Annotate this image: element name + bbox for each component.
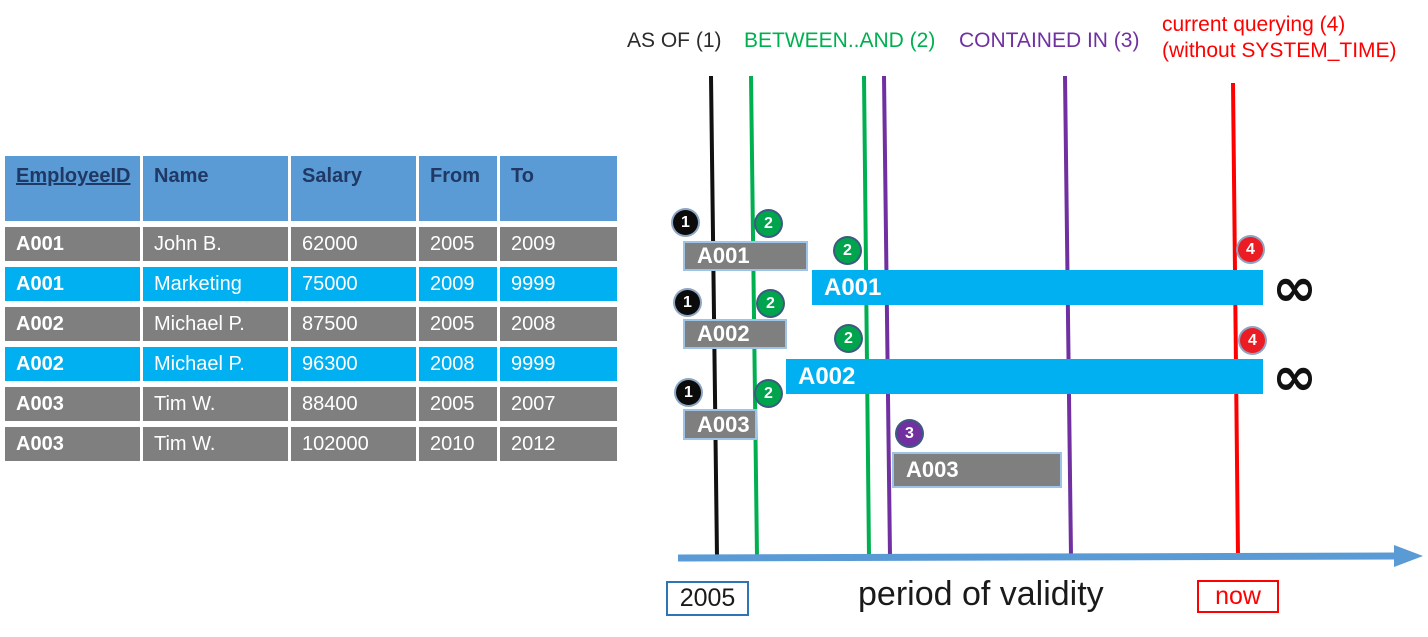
column-header-to: To [500, 156, 617, 221]
validity-bar-a001-old: A001 [683, 241, 808, 271]
badge-2: 2 [836, 326, 861, 351]
column-header-salary: Salary [291, 156, 416, 221]
table-cell-from: 2005 [419, 227, 497, 261]
bar-label: A002 [798, 362, 856, 390]
table-cell-name: Michael P. [143, 307, 288, 341]
time-axis [677, 552, 1397, 562]
table-cell-to: 2009 [500, 227, 617, 261]
table-cell-employeeid: A002 [5, 347, 140, 381]
column-header-name: Name [143, 156, 288, 221]
axis-now-box: now [1197, 580, 1279, 613]
badge-1: 1 [673, 210, 698, 235]
axis-start-year-box: 2005 [666, 581, 749, 616]
between-start-line [749, 75, 759, 558]
axis-title: period of validity [858, 575, 1104, 613]
bar-label: A002 [697, 321, 750, 346]
badge-4: 4 [1238, 237, 1263, 262]
badge-2: 2 [756, 211, 781, 236]
infinity-icon: ∞ [1272, 345, 1317, 408]
table-cell-name: Tim W. [143, 427, 288, 461]
table-cell-to: 9999 [500, 347, 617, 381]
table-cell-from: 2008 [419, 347, 497, 381]
validity-bar-a002-old: A002 [683, 319, 787, 349]
table-cell-to: 2008 [500, 307, 617, 341]
legend-current-querying-line1: current querying (4) [1162, 13, 1346, 36]
table-cell-employeeid: A003 [5, 427, 140, 461]
legend-current-querying: current querying (4) (without SYSTEM_TIM… [1162, 12, 1397, 64]
table-cell-salary: 87500 [291, 307, 416, 341]
legend-contained-in: CONTAINED IN (3) [959, 29, 1140, 52]
table-cell-from: 2010 [419, 427, 497, 461]
badge-3: 3 [897, 421, 922, 446]
badge-1: 1 [676, 380, 701, 405]
table-cell-salary: 96300 [291, 347, 416, 381]
column-header-from: From [419, 156, 497, 221]
table-cell-to: 9999 [500, 267, 617, 301]
table-cell-from: 2005 [419, 307, 497, 341]
validity-bar-a002-current: A002 [786, 359, 1263, 394]
badge-4: 4 [1240, 328, 1265, 353]
badge-2: 2 [758, 291, 783, 316]
table-cell-name: Tim W. [143, 387, 288, 421]
bar-label: A001 [697, 243, 750, 268]
table-cell-employeeid: A001 [5, 227, 140, 261]
table-cell-to: 2012 [500, 427, 617, 461]
table-cell-from: 2009 [419, 267, 497, 301]
bar-label: A003 [906, 457, 959, 482]
table-cell-salary: 102000 [291, 427, 416, 461]
table-cell-salary: 88400 [291, 387, 416, 421]
validity-bar-a001-current: A001 [812, 270, 1263, 305]
badge-1: 1 [675, 290, 700, 315]
table-cell-employeeid: A003 [5, 387, 140, 421]
table-cell-name: Marketing [143, 267, 288, 301]
badge-2: 2 [756, 381, 781, 406]
legend-as-of: AS OF (1) [627, 29, 722, 52]
contained-start-line [882, 75, 892, 558]
contained-end-line [1063, 75, 1073, 558]
table-cell-employeeid: A002 [5, 307, 140, 341]
badge-2: 2 [835, 238, 860, 263]
legend-between-and: BETWEEN..AND (2) [744, 29, 936, 52]
validity-bar-a003-contained: A003 [892, 452, 1062, 488]
column-header-employeeid: EmployeeID [5, 156, 140, 221]
bar-label: A003 [697, 411, 750, 437]
bar-label: A001 [824, 273, 882, 301]
table-cell-to: 2007 [500, 387, 617, 421]
table-cell-name: John B. [143, 227, 288, 261]
validity-bar-a003-old: A003 [683, 409, 757, 440]
infinity-icon: ∞ [1272, 256, 1317, 319]
table-cell-salary: 62000 [291, 227, 416, 261]
legend-current-querying-line2: (without SYSTEM_TIME) [1162, 39, 1397, 62]
now-line [1231, 82, 1240, 557]
as-of-line [709, 75, 719, 558]
employee-table: EmployeeID Name Salary From To A001 John… [5, 156, 617, 461]
table-cell-employeeid: A001 [5, 267, 140, 301]
table-cell-salary: 75000 [291, 267, 416, 301]
table-cell-from: 2005 [419, 387, 497, 421]
time-axis-arrowhead [1394, 545, 1423, 567]
table-cell-name: Michael P. [143, 347, 288, 381]
between-end-line [862, 75, 871, 558]
